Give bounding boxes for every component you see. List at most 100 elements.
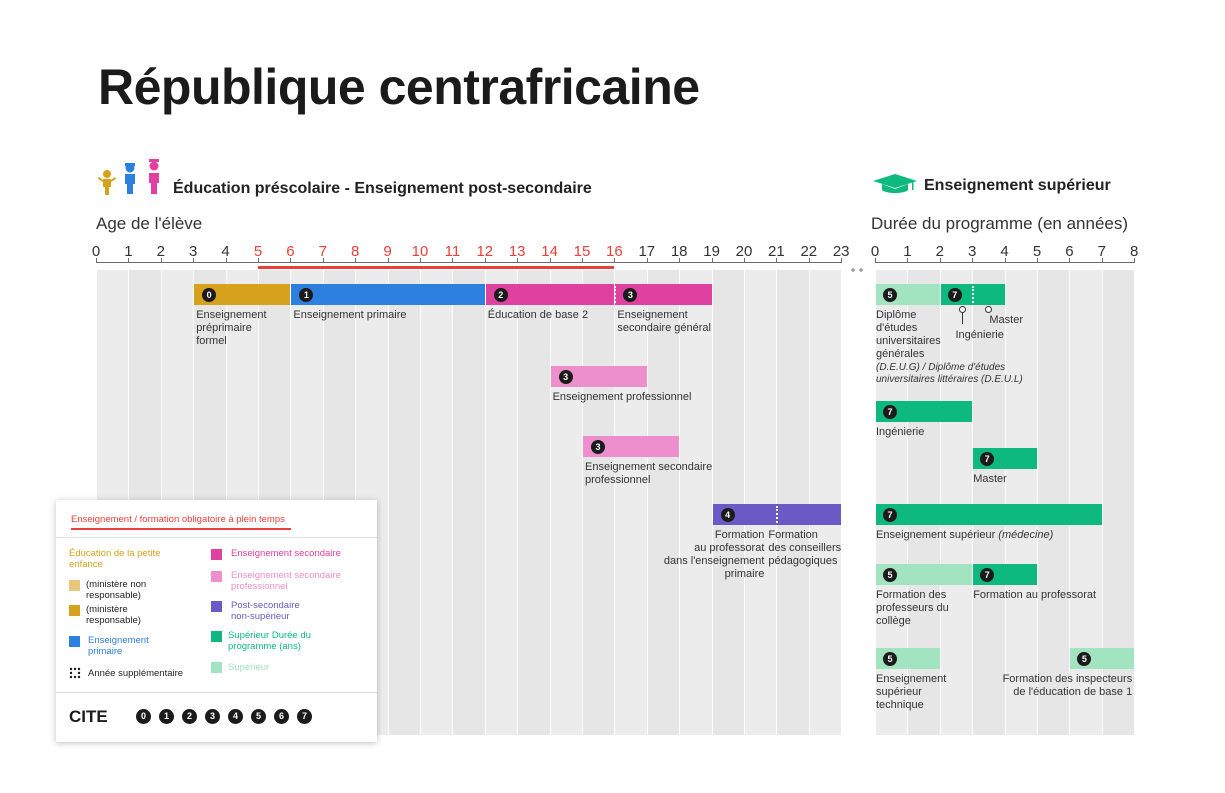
left-tick-label: 7 [318, 243, 327, 260]
left-tick-label: 0 [91, 243, 101, 260]
cite-level-badge: 3 [623, 288, 638, 302]
cite-label: CITE [69, 707, 108, 726]
left-tick-label: 20 [735, 243, 753, 260]
tick-mark [646, 258, 648, 263]
grid-column [614, 270, 647, 735]
extra-year-divider [614, 286, 617, 303]
grid-line [841, 270, 843, 735]
left-tick-label: 23 [832, 243, 850, 260]
left-tick-label: 21 [768, 243, 785, 260]
program-label: Enseignement [617, 309, 688, 321]
program-label: Formation des inspecteurs [1002, 673, 1133, 685]
program-label: Enseignement [876, 673, 947, 685]
grid-line [1004, 270, 1006, 735]
cite-level-dot: 4 [228, 709, 243, 724]
grid-line [776, 270, 778, 735]
program-label: collège [876, 615, 911, 627]
tick-mark [355, 258, 357, 263]
grid-column [484, 270, 518, 735]
program-bar [194, 284, 291, 305]
grid-line [808, 270, 810, 735]
left-section-title: Éducation préscolaire - Enseignement pos… [173, 180, 592, 197]
grid-line [1037, 270, 1038, 735]
tick-mark [1037, 258, 1038, 263]
page-title: République centrafricaine [98, 59, 700, 115]
legend-early-childhood-title: Éducation de la petite enfance [69, 548, 161, 570]
left-tick-label: 1 [124, 243, 133, 260]
legend-swatch-tertiary-light [211, 662, 222, 673]
legend-extra-year: Année supplémentaire [88, 668, 184, 679]
grid-line [420, 270, 421, 735]
program-bar [876, 401, 973, 422]
program-label: Enseignement [196, 309, 267, 321]
tick-mark [258, 258, 259, 263]
program-label: Formation [768, 529, 818, 541]
grid-line [711, 270, 713, 735]
left-tick-label: 10 [411, 243, 429, 260]
program-label: pédagogiques [768, 555, 838, 567]
right-tick-label: 7 [1097, 243, 1106, 260]
left-tick-label: 19 [703, 243, 720, 260]
axis-break-dots [849, 268, 865, 272]
left-tick-label: 15 [573, 243, 591, 260]
grid-column [744, 270, 777, 735]
grid-line [484, 270, 486, 735]
grid-column [939, 270, 973, 735]
left-tick-label: 13 [508, 243, 526, 260]
program-label-italic: (médecine) [998, 529, 1054, 541]
tick-mark [1004, 258, 1006, 263]
cite-level-dot: 7 [297, 709, 312, 724]
program-label: Éducation de base 2 [487, 309, 589, 321]
tick-mark [744, 258, 745, 263]
grid-column [646, 270, 680, 735]
left-tick-label: 8 [351, 243, 360, 260]
program-label: technique [876, 699, 924, 711]
left-axis-title: Age de l'élève [96, 214, 203, 233]
program-bar [583, 436, 680, 457]
legend-swatch-primary [69, 636, 80, 647]
tick-mark [808, 258, 810, 263]
grid-column [972, 270, 1005, 735]
legend-swatch-preschool-light [69, 580, 80, 591]
program-label: primaire [724, 568, 765, 580]
grid-line [452, 270, 454, 735]
program-label: préprimaire [196, 322, 252, 334]
grid-line [582, 270, 583, 735]
cite-level-badge: 5 [883, 652, 897, 666]
cite-level-badge: 1 [299, 288, 314, 302]
tick-mark [160, 258, 162, 263]
tick-mark [614, 258, 616, 263]
program-label: au professorat [694, 542, 765, 554]
right-section-title: Enseignement supérieur [924, 177, 1111, 194]
program-bar [876, 504, 1102, 525]
cite-level-badge: 0 [202, 288, 217, 302]
tick-mark [290, 258, 292, 263]
right-tick-label: 6 [1065, 243, 1074, 260]
graduation-cap-icon [873, 174, 917, 193]
legend-tertiary: Supérieur [228, 662, 270, 673]
exit-marker [985, 306, 993, 313]
extra-year-divider [776, 506, 779, 523]
program-label: Diplôme [876, 309, 917, 321]
cite-level-dot: 0 [136, 709, 151, 724]
tick-mark [128, 258, 130, 263]
grid-line [972, 270, 974, 735]
tick-mark [420, 258, 421, 263]
legend-secondary: Enseignement secondaire [231, 548, 341, 559]
grid-line [646, 270, 648, 735]
program-label: universitaires [876, 335, 941, 347]
left-tick-label: 18 [670, 243, 688, 260]
tick-mark [939, 258, 941, 263]
left-tick-label: 14 [541, 243, 558, 260]
program-label: d'études [876, 322, 918, 334]
program-label-italic: universitaires littéraires (D.E.U.L) [876, 374, 1023, 385]
cite-level-dot: 3 [205, 709, 220, 724]
right-tick-label: 3 [968, 243, 977, 260]
left-tick-label: 4 [221, 243, 230, 260]
grid-line [744, 270, 745, 735]
tick-mark [387, 258, 389, 263]
legend-responsible: (ministère responsable) [86, 604, 141, 626]
tick-mark [549, 258, 551, 263]
tick-mark [875, 258, 876, 263]
legend-swatch-secondary [211, 549, 222, 560]
